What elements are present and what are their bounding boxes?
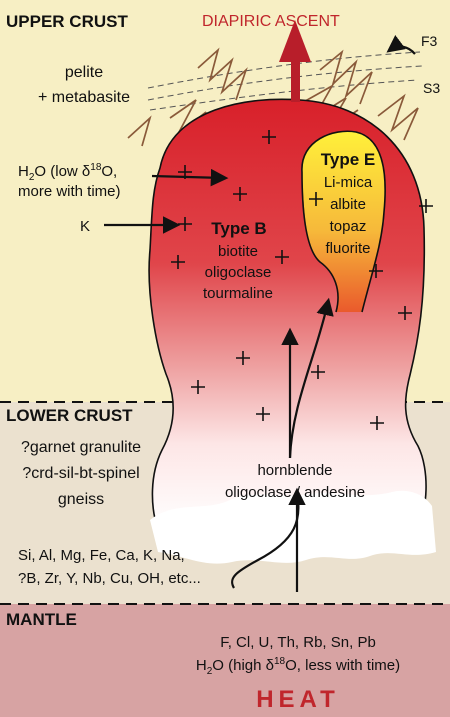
heat-label: HEAT — [256, 686, 340, 713]
type-b-mineral-3: tourmaline — [203, 285, 273, 302]
host-rock-pelite: pelite — [65, 64, 103, 81]
type-e-mineral-4: fluorite — [325, 240, 370, 257]
element-list-line2: ?B, Zr, Y, Nb, Cu, OH, etc... — [18, 570, 201, 587]
lower-crust-rock-1: ?garnet granulite — [21, 439, 141, 456]
lower-crust-label: LOWER CRUST — [6, 406, 133, 425]
element-list-line1: Si, Al, Mg, Fe, Ca, K, Na, — [18, 547, 185, 564]
diapir-arrow-shaft — [291, 58, 300, 102]
type-e-mineral-2: albite — [330, 196, 366, 213]
source-mineral-2: oligoclase / andesine — [225, 484, 365, 501]
f3-label: F3 — [421, 33, 438, 49]
lower-crust-rock-2: ?crd-sil-bt-spinel — [22, 465, 139, 482]
type-b-title: Type B — [211, 219, 266, 238]
s3-label: S3 — [423, 80, 440, 96]
type-b-mineral-1: biotite — [218, 243, 258, 260]
lower-crust-rock-3: gneiss — [58, 491, 104, 508]
upper-crust-label: UPPER CRUST — [6, 12, 128, 31]
source-mineral-1: hornblende — [257, 462, 332, 479]
mantle-label: MANTLE — [6, 610, 77, 629]
element-list-line3: F, Cl, U, Th, Rb, Sn, Pb — [220, 634, 376, 651]
type-e-mineral-1: Li-mica — [324, 174, 373, 191]
potassium-input-label: K — [80, 218, 90, 235]
type-b-mineral-2: oligoclase — [205, 264, 272, 281]
type-e-title: Type E — [321, 150, 375, 169]
diapir-ascent-label: DIAPIRIC ASCENT — [202, 13, 340, 30]
element-list-line4: H2O (high δ18O, less with time) — [196, 656, 400, 677]
host-rock-metabasite: + metabasite — [38, 89, 130, 106]
water-input-label-line2: more with time) — [18, 183, 121, 200]
type-e-mineral-3: topaz — [330, 218, 367, 235]
